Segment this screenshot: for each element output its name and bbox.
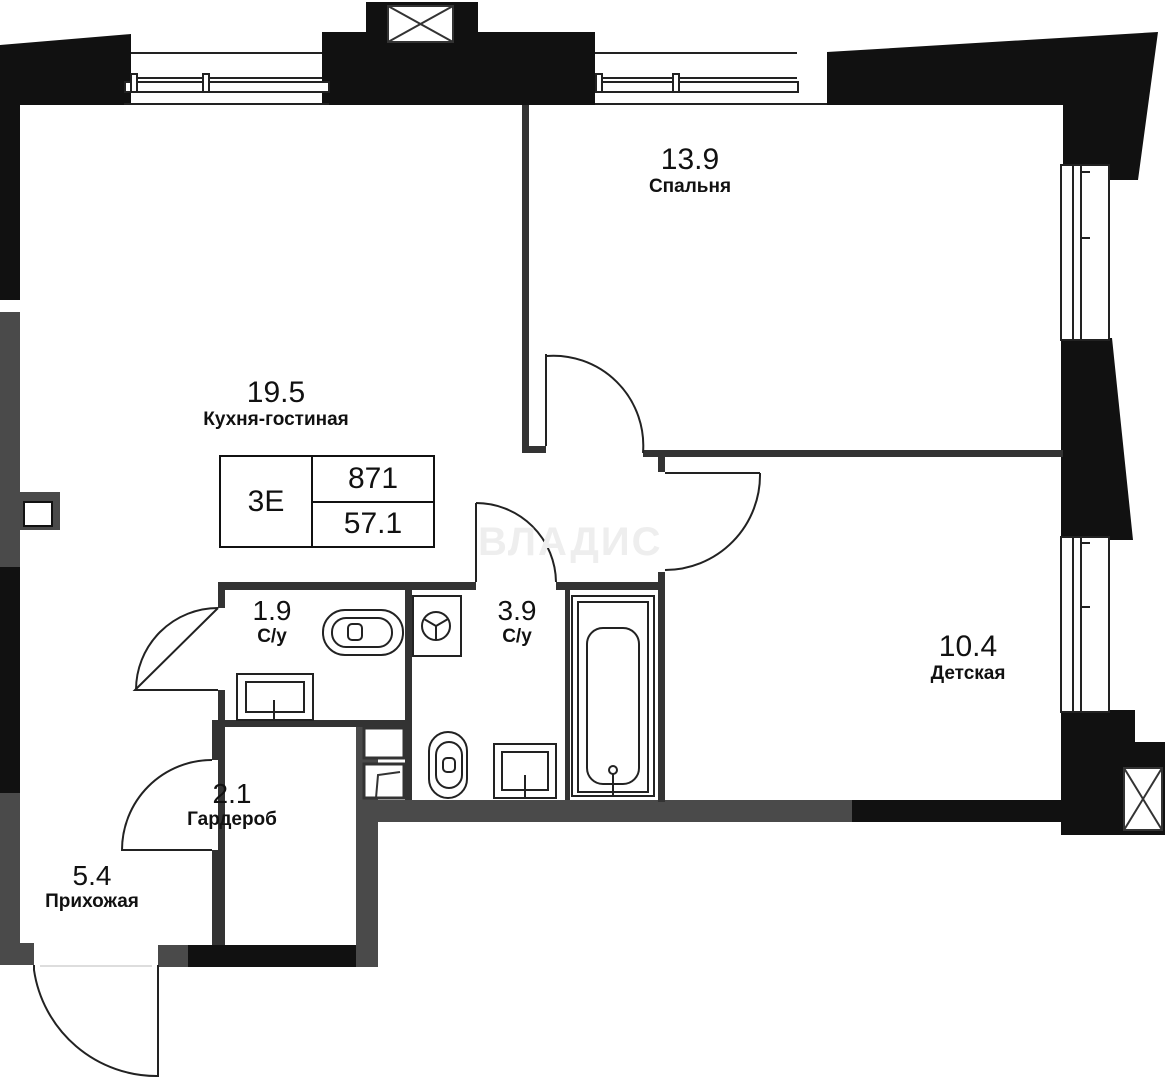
exterior-walls <box>0 2 1165 967</box>
vent-shaft-right <box>1123 767 1163 831</box>
interior-walls <box>212 105 1063 945</box>
room-area: 19.5 <box>246 376 306 409</box>
room-label-kids-room: 10.4 Детская <box>930 630 1006 684</box>
apartment-type-code: 3Е <box>221 457 313 546</box>
room-label-kitchen-living: 19.5 Кухня-гостиная <box>203 376 349 430</box>
window-top-left <box>124 52 330 105</box>
room-area: 13.9 <box>660 143 720 176</box>
window-right-upper <box>1060 164 1110 341</box>
room-name: С/у <box>257 626 287 647</box>
apartment-number: 871 <box>313 457 433 503</box>
room-label-bathroom-small: 1.9 С/у <box>252 595 292 647</box>
room-area: 2.1 <box>212 778 252 809</box>
window-right-lower <box>1060 536 1110 713</box>
room-label-bedroom: 13.9 Спальня <box>648 143 732 197</box>
room-label-bathroom-large: 3.9 С/у <box>497 595 537 647</box>
fixtures <box>236 595 655 799</box>
doors <box>33 354 762 1078</box>
partition-walls <box>0 312 852 967</box>
apartment-info-tag: 3Е 871 57.1 <box>219 455 435 548</box>
room-label-hallway: 5.4 Прихожая <box>45 860 139 912</box>
room-area: 1.9 <box>252 595 292 626</box>
watermark: ВЛАДИС <box>478 520 663 564</box>
room-name: С/у <box>502 626 532 647</box>
vent-shaft-top <box>387 5 454 43</box>
room-area: 10.4 <box>938 630 998 663</box>
utility-boxes <box>362 726 406 800</box>
room-area: 3.9 <box>497 595 537 626</box>
room-area: 5.4 <box>72 860 112 891</box>
room-label-wardrobe: 2.1 Гардероб <box>187 778 277 830</box>
room-name: Детская <box>930 663 1006 684</box>
room-name: Гардероб <box>187 809 277 830</box>
room-name: Кухня-гостиная <box>203 409 349 430</box>
room-name: Спальня <box>648 176 732 197</box>
apartment-total-area: 57.1 <box>343 507 403 541</box>
window-top-right <box>587 52 827 105</box>
room-name: Прихожая <box>45 891 139 912</box>
